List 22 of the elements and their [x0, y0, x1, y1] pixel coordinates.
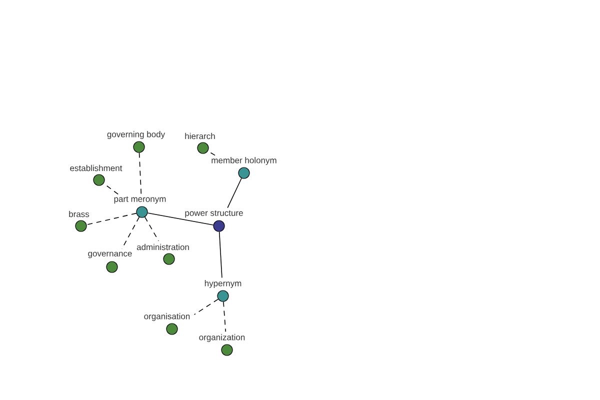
node-label: power structure: [185, 210, 243, 218]
node-label: establishment: [70, 164, 122, 172]
connector-line: [86, 212, 137, 226]
connector-line: [218, 231, 222, 278]
node-label: brass: [69, 210, 90, 218]
node-label: organisation: [144, 313, 190, 321]
connector-line: [138, 152, 142, 194]
node-label: administration: [136, 244, 189, 250]
connector-line: [227, 178, 242, 208]
node-label: governance: [88, 252, 132, 258]
connector-line: [147, 212, 214, 226]
node-label: organization: [199, 334, 245, 342]
connector-line: [223, 301, 226, 332]
connector-line: [208, 150, 216, 156]
connector-line: [122, 216, 140, 250]
node-label: member holonym: [212, 157, 276, 165]
node-label: hierarch: [185, 132, 215, 140]
node-label: hypernym: [204, 280, 242, 288]
connector-line: [144, 216, 159, 242]
connector-line: [194, 298, 219, 315]
node-label: governing body: [107, 131, 166, 139]
node-label: part meronym: [114, 196, 166, 204]
